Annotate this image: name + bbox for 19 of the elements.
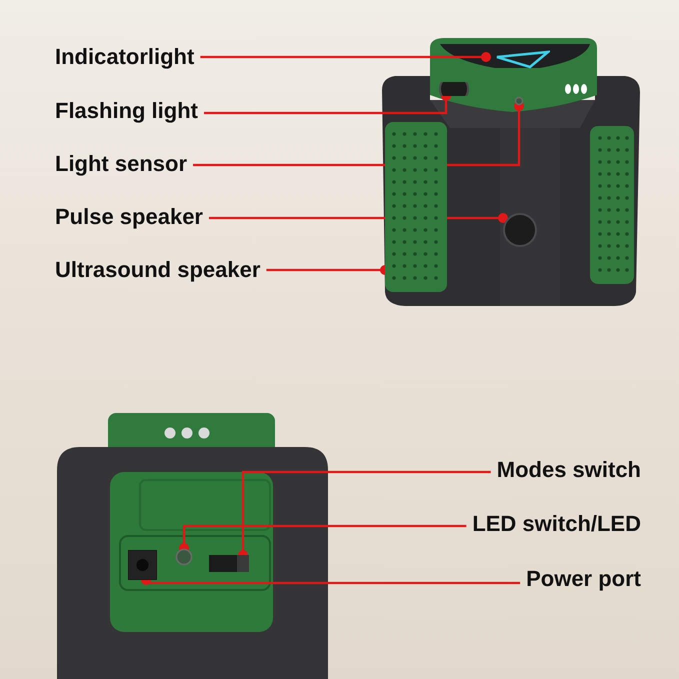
callout-label: Modes switch [496,457,641,483]
leader-line [208,213,508,223]
callout-label: Pulse speaker [55,204,203,230]
led-ring [175,548,193,566]
callout-label: Indicatorlight [55,44,194,70]
leader-line [179,524,466,553]
light-sensor [514,96,524,106]
speaker-grille [385,122,447,292]
leader-line [200,52,491,62]
slide-switch [209,555,249,572]
callout-label: Flashing light [55,98,198,124]
callout-label: LED switch/LED [472,511,641,537]
leader-line [193,101,524,166]
flashing-light [439,82,469,96]
callout-label: Ultrasound speaker [55,257,260,283]
speaker-dome [503,213,537,247]
power-port [128,550,157,580]
callout-label: Light sensor [55,151,188,177]
callout-label: Power port [526,566,641,592]
